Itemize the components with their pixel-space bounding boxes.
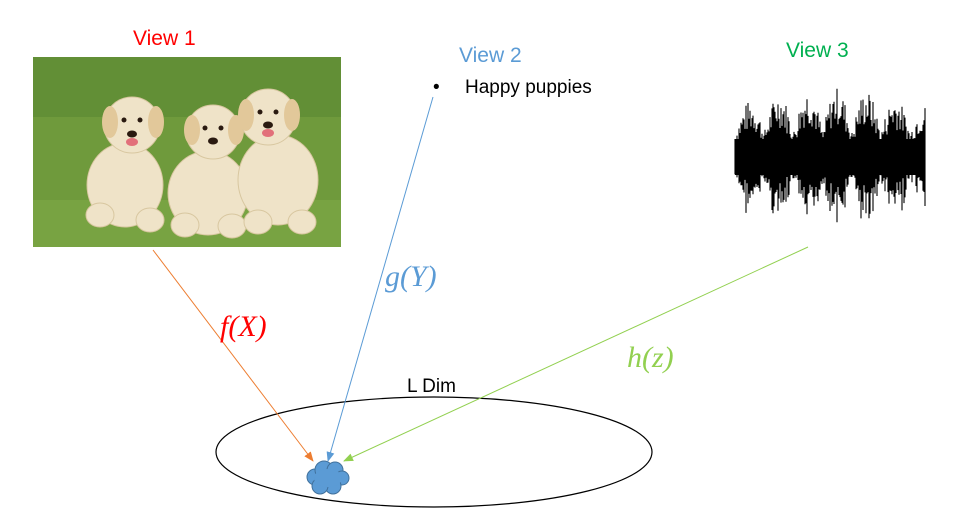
latent-dim-label: L Dim: [407, 376, 456, 397]
function-f-label: f(X): [220, 310, 267, 343]
arrow-g: [326, 96, 434, 462]
arrow-h: [343, 246, 809, 462]
view-1-label: View 1: [133, 27, 196, 50]
function-h-label: h(z): [627, 341, 674, 374]
embedding-cloud: [306, 460, 350, 495]
audio-waveform-image: [734, 88, 926, 223]
arrow-f: [152, 249, 314, 462]
function-g-label: g(Y): [385, 260, 437, 293]
latent-space-ellipse: [215, 396, 653, 508]
view-3-label: View 3: [786, 39, 849, 62]
waveform-core: [735, 139, 925, 175]
view-2-label: View 2: [459, 44, 522, 67]
puppies-image: [33, 57, 341, 247]
view-2-bullet: •: [433, 77, 440, 98]
view-2-text: Happy puppies: [465, 77, 592, 98]
